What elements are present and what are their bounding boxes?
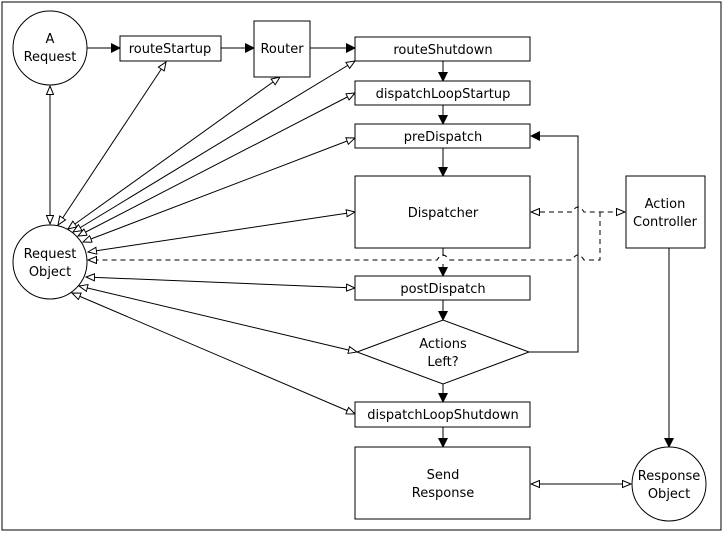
label: dispatchLoopShutdown bbox=[367, 408, 518, 423]
node-dispatchloopshutdown: dispatchLoopShutdown bbox=[354, 401, 531, 428]
node-a-request: A Request bbox=[12, 10, 88, 86]
label: Send bbox=[427, 468, 460, 483]
label: routeStartup bbox=[129, 42, 212, 57]
node-routeshutdown: routeShutdown bbox=[354, 36, 531, 62]
node-postdispatch: postDispatch bbox=[354, 275, 531, 301]
label: Response bbox=[412, 486, 474, 501]
label: Left? bbox=[427, 355, 458, 370]
label: Request bbox=[24, 247, 77, 262]
node-routestartup: routeStartup bbox=[119, 35, 222, 62]
label: Controller bbox=[633, 215, 698, 230]
label: routeShutdown bbox=[393, 43, 492, 58]
node-predispatch: preDispatch bbox=[354, 123, 531, 149]
node-dispatchloopstartup: dispatchLoopStartup bbox=[354, 80, 531, 106]
node-response-object: Response Object bbox=[631, 446, 707, 522]
label: Action bbox=[645, 197, 686, 212]
link-dispatchloopshutdown bbox=[72, 293, 355, 414]
label: Actions bbox=[419, 337, 467, 352]
label: Object bbox=[648, 487, 690, 502]
link-dispatcher bbox=[88, 212, 355, 252]
request-object-links bbox=[50, 61, 357, 414]
label: Object bbox=[29, 265, 71, 280]
node-dispatcher: Dispatcher bbox=[354, 175, 531, 249]
label: preDispatch bbox=[404, 130, 482, 145]
label: A bbox=[46, 32, 55, 47]
node-actions-left-decision: Actions Left? bbox=[355, 319, 531, 385]
label: postDispatch bbox=[400, 282, 485, 297]
node-action-controller: Action Controller bbox=[625, 175, 706, 249]
loop-back-arrow bbox=[529, 131, 579, 353]
label: Router bbox=[260, 42, 304, 57]
dashed-controller-to-request-object bbox=[88, 212, 601, 260]
node-router: Router bbox=[253, 20, 311, 78]
label: Response bbox=[638, 469, 700, 484]
dashed-links bbox=[88, 206, 625, 260]
label: dispatchLoopStartup bbox=[376, 87, 511, 102]
dashed-dispatcher-action-controller bbox=[531, 206, 625, 212]
label: Dispatcher bbox=[408, 206, 479, 221]
label: Request bbox=[24, 50, 77, 65]
node-send-response: Send Response bbox=[354, 446, 531, 520]
node-request-object: Request Object bbox=[12, 224, 88, 300]
